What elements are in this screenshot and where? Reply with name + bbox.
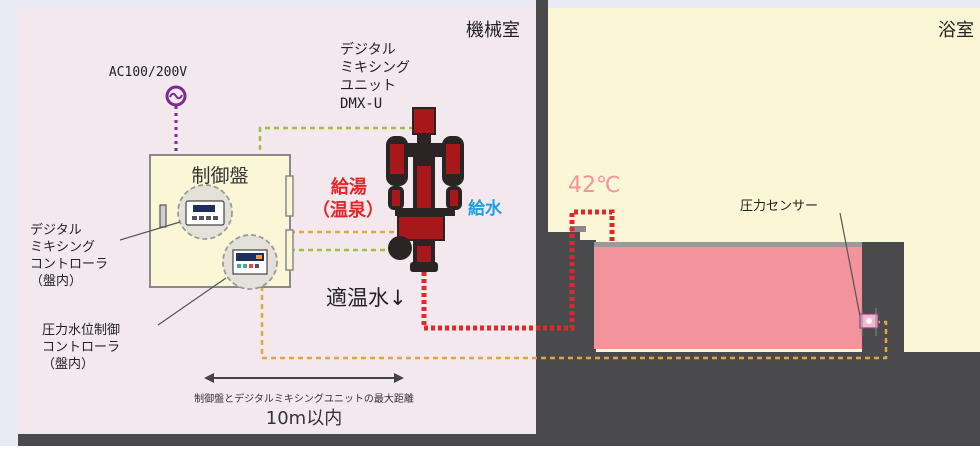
signal-line-orange-sensor [260, 286, 888, 360]
bath-temperature: 42℃ [568, 173, 621, 198]
mixing-unit-label: デジタル ミキシング ユニット DMX-U [340, 41, 414, 112]
ac-power-icon [165, 85, 187, 107]
panel-hinge-top [285, 175, 294, 217]
bath-water [594, 247, 862, 349]
control-panel-title: 制御盤 [191, 165, 248, 187]
ac-wave-icon [169, 92, 183, 100]
distance-caption: 制御盤とデジタルミキシングユニットの最大距離 [194, 392, 414, 405]
dividing-wall [536, 0, 548, 446]
mixing-unit-assembly-icon [386, 107, 464, 272]
cold-water-label: 給水 [468, 198, 503, 219]
bath-structure [548, 232, 980, 446]
digital-controller-device-icon [185, 200, 225, 226]
power-label: AC100/200V [109, 65, 187, 80]
pressure-sensor-label: 圧力センサー [740, 199, 818, 214]
digital-controller-label: デジタル ミキシング コントローラ （盤内） [30, 222, 112, 289]
bath-inlet-cap [570, 226, 586, 232]
distance-value: 10m以内 [266, 408, 342, 429]
proper-temp-water-label: 適温水↓ [326, 286, 407, 310]
distance-arrow [204, 373, 404, 383]
bathroom-label: 浴室 [938, 20, 974, 41]
pressure-sensor-leader [839, 212, 861, 317]
panel-hinge-bottom [285, 229, 294, 271]
proper-temp-pipe [421, 209, 615, 331]
digital-controller-leader [119, 221, 181, 241]
pressure-controller-screen-icon [236, 253, 264, 261]
pressure-sensor-icon [859, 308, 879, 336]
pressure-controller-leader [157, 277, 227, 326]
panel-handle [159, 204, 167, 228]
digital-controller-screen-icon [193, 205, 215, 212]
hot-water-label: 給湯 （温泉） [312, 176, 384, 221]
pressure-controller-label: 圧力水位制御 コントローラ （盤内） [42, 323, 124, 372]
bath-rim [594, 242, 862, 247]
machine-room-label: 機械室 [466, 20, 520, 41]
